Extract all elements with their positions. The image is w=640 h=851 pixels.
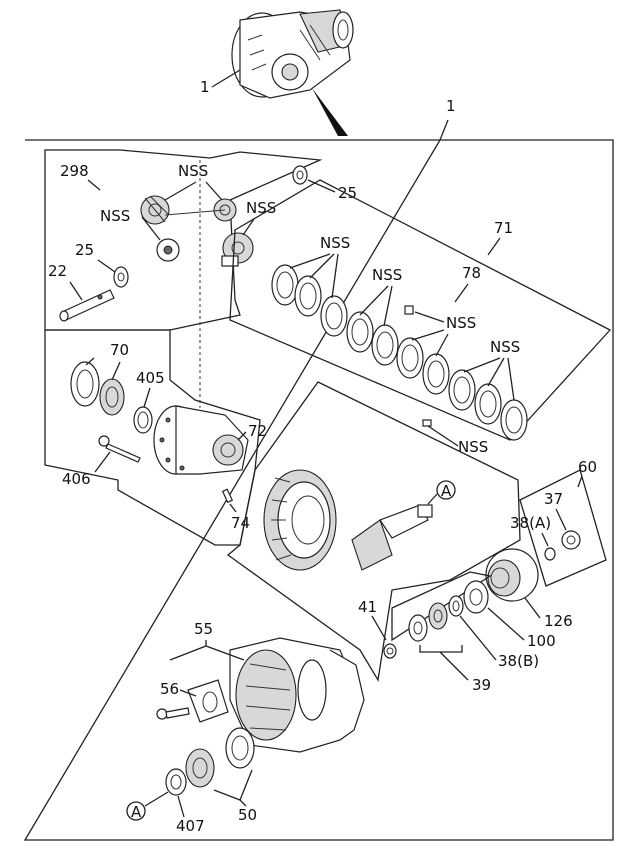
pinion-gear-nss-1 [140,195,170,225]
label-78: 78 [462,264,481,282]
reference-a-top [436,480,456,500]
reference-a-bottom [126,801,146,821]
label-nss-f: NSS [446,314,476,332]
label-circle-a-bottom: A [131,803,142,821]
group-panel-39 [391,571,492,642]
label-25-top: 25 [338,184,357,202]
side-gear-nss-3 [156,238,180,262]
label-71: 71 [494,219,513,237]
bolt-406 [98,435,141,463]
label-nss-c: NSS [246,199,276,217]
label-55: 55 [194,620,213,638]
label-60: 60 [578,458,597,476]
nut-37 [561,530,581,550]
label-74: 74 [231,514,250,532]
label-nss-a: NSS [178,162,208,180]
shim-407 [165,768,187,796]
shim-405 [133,406,153,434]
bearing-cap [187,679,229,723]
bearing-39 [408,602,448,642]
label-72: 72 [248,422,267,440]
label-nss-g: NSS [490,338,520,356]
label-406: 406 [62,470,91,488]
label-top-assembly: 1 [200,78,210,96]
group-panel-60 [519,469,607,587]
ring-gear [263,469,337,571]
label-405: 405 [136,369,165,387]
pinion-shaft-22 [59,289,115,322]
washer-25-top [292,165,308,185]
spacer-38b [448,595,464,617]
label-nss-d: NSS [320,234,350,252]
main-frame [23,119,614,841]
label-38b: 38(B) [498,652,539,670]
label-38a: 38(A) [510,514,551,532]
arrow-to-frame [312,88,348,136]
differential-case-72 [153,160,249,475]
cap-bolt [156,707,190,720]
side-gear-nss-4 [221,232,254,267]
label-circle-a-top: A [441,482,452,500]
label-126: 126 [544,612,573,630]
bearing-50 [185,727,255,788]
label-nss-e: NSS [372,266,402,284]
drive-pinion [351,504,433,571]
bearing-70 [70,361,125,416]
carrier-housing [229,637,365,753]
label-37: 37 [544,490,563,508]
pin-74 [221,488,234,504]
label-frame-1: 1 [446,97,456,115]
label-nss-b: NSS [100,207,130,225]
label-407: 407 [176,817,205,835]
group-panel-ring-pinion [226,381,521,682]
companion-flange-126 [485,548,539,602]
label-22: 22 [48,262,67,280]
label-25-left: 25 [75,241,94,259]
label-100: 100 [527,632,556,650]
clutch-plate-stack [271,264,528,441]
label-39: 39 [472,676,491,694]
bushing-41 [383,643,397,659]
washer-25-left [113,266,129,288]
label-nss-h: NSS [458,438,488,456]
label-56: 56 [160,680,179,698]
label-50: 50 [238,806,257,824]
group-panel-71 [229,179,612,441]
label-70: 70 [110,341,129,359]
differential-assembly-drawing [231,9,354,99]
seal-100 [463,580,489,614]
label-41: 41 [358,598,377,616]
washer-38a [544,547,556,561]
label-298: 298 [60,162,89,180]
